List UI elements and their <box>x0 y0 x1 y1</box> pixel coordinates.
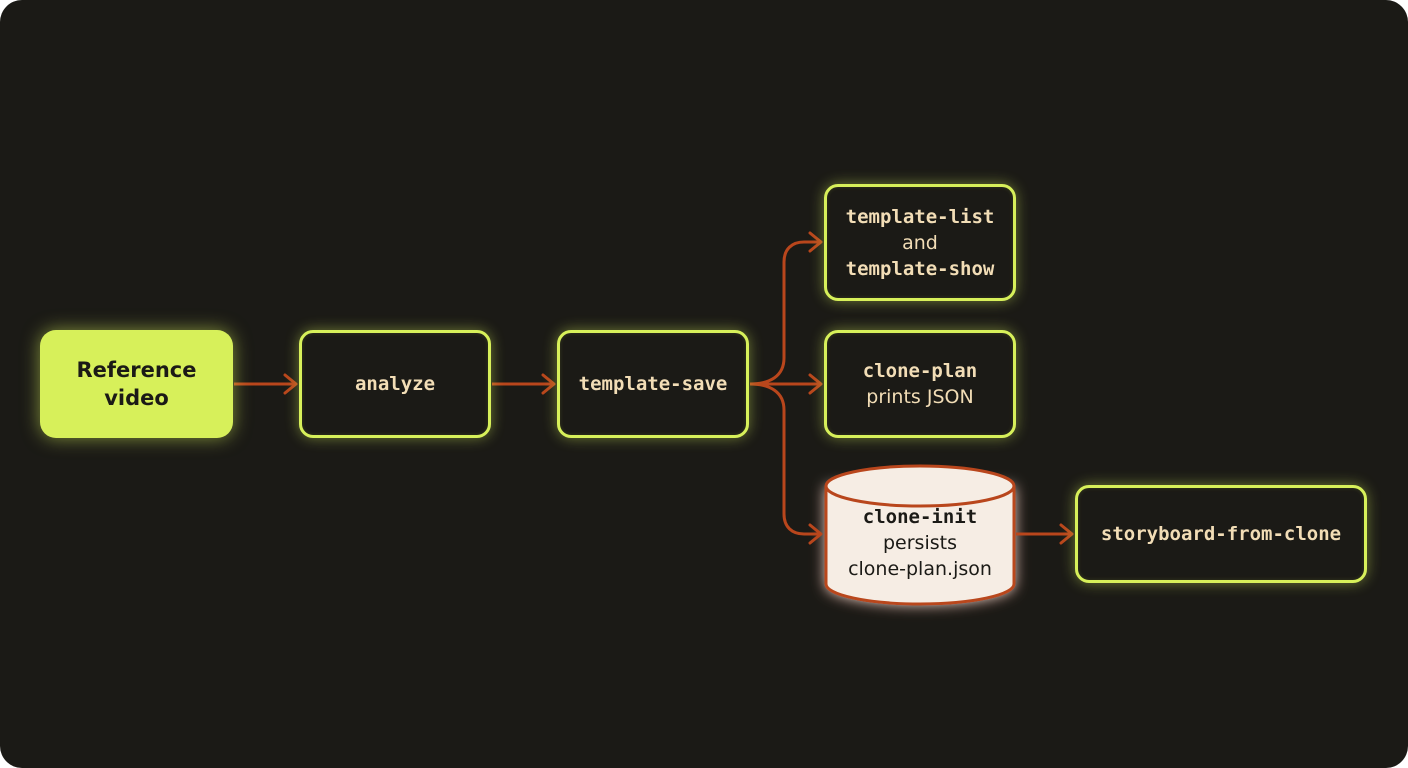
node-template-list-conjunction: and <box>902 231 938 254</box>
arrow-template-save-template-list <box>749 231 823 386</box>
node-reference-video: Reference video <box>40 330 233 438</box>
arrow-reference-analyze <box>234 373 298 395</box>
node-reference-video-label: Reference video <box>76 358 197 410</box>
node-template-save-label: template-save <box>578 373 728 395</box>
arrow-clone-init-storyboard <box>1016 523 1074 545</box>
node-clone-init-label: clone-init <box>862 506 978 528</box>
node-clone-plan: clone-plan prints JSON <box>824 330 1016 438</box>
node-clone-init-description: persists <box>883 532 957 554</box>
node-clone-plan-label: clone-plan <box>862 360 978 382</box>
node-storyboard-label: storyboard-from-clone <box>1100 523 1342 545</box>
node-clone-plan-description: prints JSON <box>866 386 974 408</box>
arrow-template-save-clone-init <box>749 382 823 545</box>
node-storyboard-from-clone: storyboard-from-clone <box>1075 485 1367 583</box>
node-analyze-label: analyze <box>354 373 436 395</box>
node-analyze: analyze <box>299 330 491 438</box>
node-template-save: template-save <box>557 330 749 438</box>
clone-init-cylinder <box>824 464 1016 606</box>
node-template-list-show: template-list and template-show <box>824 184 1016 301</box>
arrow-analyze-template-save <box>492 373 556 395</box>
node-clone-init-filename: clone-plan.json <box>848 558 992 580</box>
node-template-list-label: template-list <box>845 205 995 228</box>
node-clone-init: clone-init persists clone-plan.json <box>824 466 1016 602</box>
node-template-show-label: template-show <box>845 257 995 280</box>
